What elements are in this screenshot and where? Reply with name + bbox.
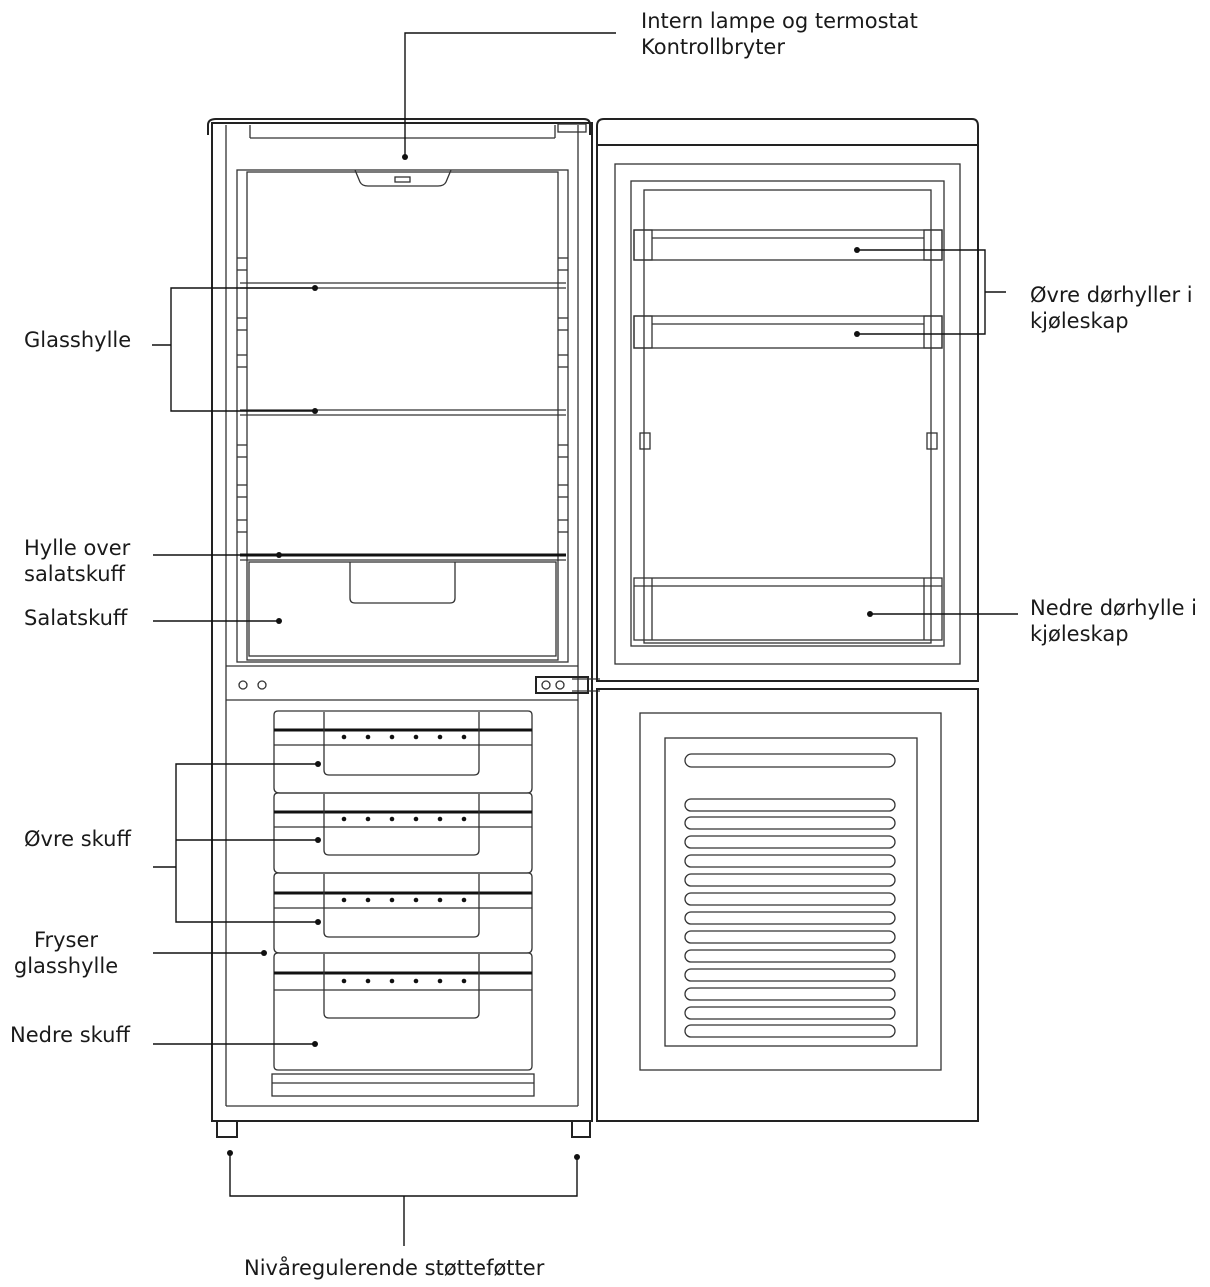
freezer-drawer-2	[274, 793, 532, 873]
leader-crisper-shelf	[153, 552, 282, 558]
crisper-drawer	[249, 562, 556, 656]
door-shelf-2	[634, 316, 942, 348]
label-upper-door-line1: Øvre dørhyller i	[1030, 282, 1193, 308]
leader-lamp	[402, 33, 616, 160]
label-upper-drawer: Øvre skuff	[24, 826, 131, 852]
leader-lower-drawer	[153, 1041, 318, 1047]
door-shelf-lower	[634, 578, 942, 640]
label-upper-door-line2: kjøleskap	[1030, 308, 1193, 334]
label-lower-drawer: Nedre skuff	[10, 1022, 130, 1048]
label-lamp-thermostat: Intern lampe og termostat Kontrollbryter	[641, 8, 918, 60]
label-glass-shelf: Glasshylle	[24, 327, 131, 353]
fridge-door	[597, 119, 978, 681]
label-freezer-shelf-line2: glasshylle	[10, 953, 122, 979]
leader-feet	[227, 1150, 580, 1246]
freezer-drawer-3	[274, 873, 532, 953]
freezer-compartment	[272, 711, 534, 1096]
hinge	[536, 677, 600, 693]
fridge-compartment	[237, 170, 568, 662]
label-lamp-line2: Kontrollbryter	[641, 34, 918, 60]
label-crisper-shelf-line1: Hylle over	[24, 535, 130, 561]
freezer-door	[597, 689, 978, 1121]
label-crisper-shelf-line2: salatskuff	[24, 561, 130, 587]
label-freezer-shelf: Fryser glasshylle	[10, 927, 122, 979]
glass-shelf-1	[240, 283, 566, 288]
leader-freezer-shelf	[153, 950, 267, 956]
freezer-door-ribs	[685, 754, 895, 1037]
label-crisper-shelf: Hylle over salatskuff	[24, 535, 130, 587]
label-upper-door-shelves: Øvre dørhyller i kjøleskap	[1030, 282, 1193, 334]
door-shelf-1	[634, 230, 942, 260]
leader-crisper	[153, 618, 282, 624]
freezer-drawer-4	[274, 953, 532, 1070]
label-leveling-feet: Nivåregulerende støtteføtter	[244, 1255, 544, 1281]
fridge-body	[208, 119, 592, 1121]
leader-upper-drawer	[153, 761, 321, 925]
label-crisper: Salatskuff	[24, 605, 127, 631]
label-lower-door-line2: kjøleskap	[1030, 621, 1197, 647]
label-lower-door-shelf: Nedre dørhylle i kjøleskap	[1030, 595, 1197, 647]
label-lower-door-line1: Nedre dørhylle i	[1030, 595, 1197, 621]
middle-divider	[226, 666, 578, 700]
crisper-shelf	[240, 555, 566, 560]
bottom-plate	[272, 1074, 534, 1096]
leader-glass-shelf	[152, 285, 318, 414]
shelf-rails	[237, 258, 568, 532]
label-freezer-shelf-line1: Fryser	[10, 927, 122, 953]
label-lamp-line1: Intern lampe og termostat	[641, 8, 918, 34]
leveling-feet	[217, 1121, 590, 1137]
freezer-drawer-1	[274, 711, 532, 793]
